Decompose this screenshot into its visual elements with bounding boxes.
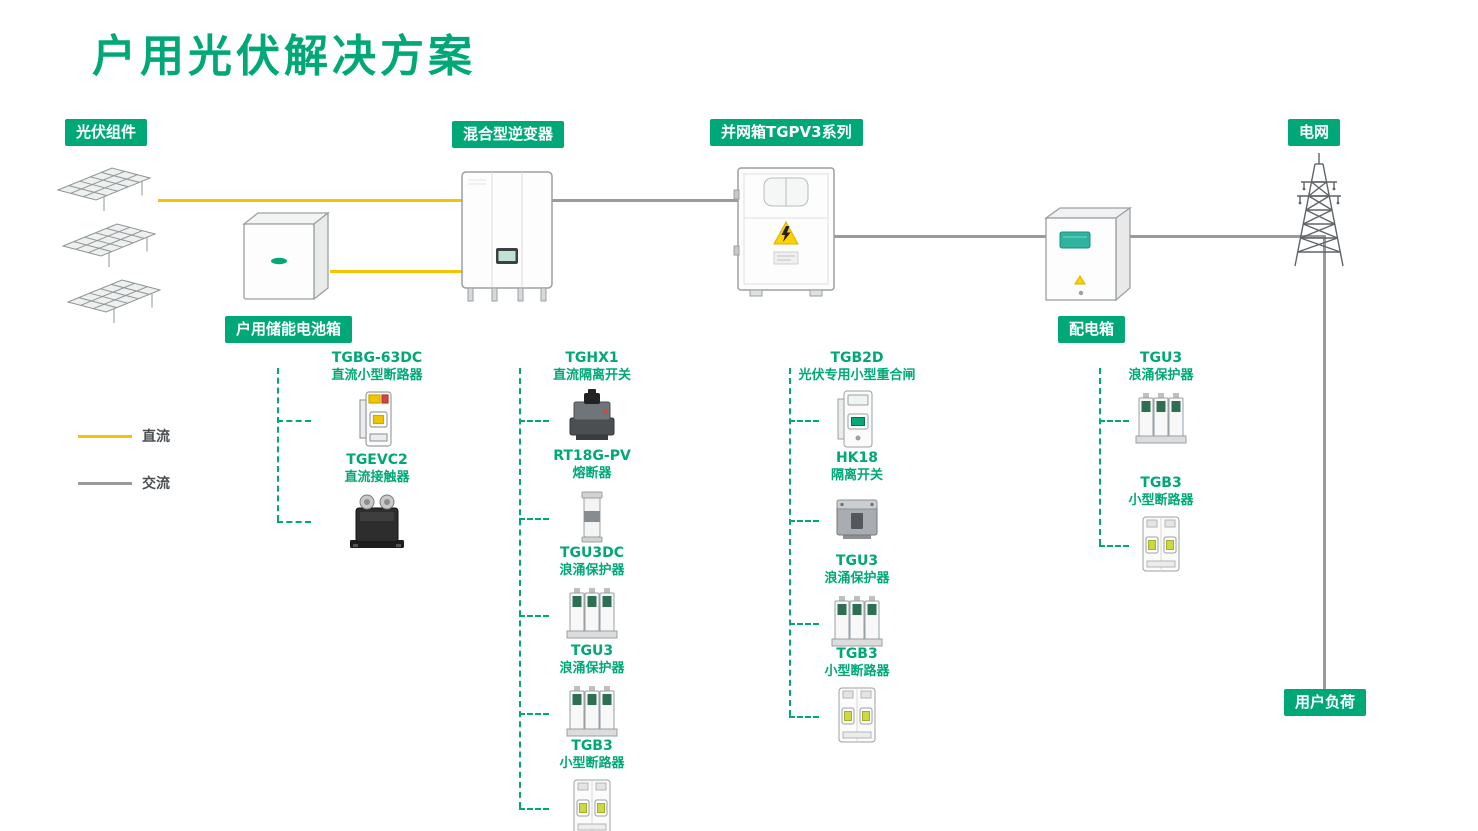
product-desc: 直流小型断路器 [331, 368, 423, 383]
mini-circuit-breaker-icon [1092, 512, 1230, 576]
surge-protector-icon [524, 582, 660, 646]
dc-isolation-switch-icon [524, 387, 660, 451]
product-item: TGB3 小型断路器 [1092, 475, 1230, 576]
badge-hybrid-inverter: 混合型逆变器 [452, 121, 565, 148]
badge-distribution-box: 配电箱 [1058, 316, 1126, 343]
distbox-column-connector [1099, 368, 1101, 545]
solar-panels-illustration [57, 167, 161, 324]
product-item: TGB3 小型断路器 [784, 646, 930, 747]
product-item: TGEVC2 直流接触器 [302, 452, 452, 553]
grid-connection-box-illustration [733, 167, 835, 297]
product-item: TGB2D 光伏专用小型重合闸 [784, 350, 930, 451]
product-item: TGU3 浪涌保护器 [1092, 350, 1230, 451]
product-model: TGBG-63DC [331, 350, 423, 366]
badge-power-grid: 电网 [1288, 119, 1341, 146]
product-desc: 浪涌保护器 [824, 571, 890, 586]
product-item: TGBG-63DC 直流小型断路器 [302, 350, 452, 451]
product-model: TGB3 [1140, 475, 1182, 491]
ac-line-inverter-to-gridbox [552, 199, 738, 202]
product-model: TGB2D [830, 350, 884, 366]
dc-mini-circuit-breaker-icon [302, 387, 452, 451]
gridbox-column-stub-2 [789, 520, 819, 522]
distribution-box-illustration [1043, 206, 1133, 302]
product-desc: 熔断器 [572, 466, 612, 481]
surge-protector-icon [524, 680, 660, 744]
product-item: RT18G-PV 熔断器 [524, 448, 660, 549]
product-model: TGU3 [835, 553, 879, 569]
fuse-icon [524, 485, 660, 549]
ac-line-to-user-load [1323, 235, 1326, 689]
battery-column-stub-2 [277, 521, 311, 523]
product-model: TGB3 [836, 646, 878, 662]
inverter-illustration [461, 171, 553, 302]
distbox-column-stub-1 [1099, 420, 1129, 422]
inverter-column-stub-3 [519, 615, 549, 617]
badge-grid-connection-box: 并网箱TGPV3系列 [710, 119, 863, 146]
product-model: TGU3 [570, 643, 614, 659]
legend-dc-label: 直流 [142, 429, 170, 445]
inverter-column-stub-4 [519, 713, 549, 715]
product-model: TGU3DC [559, 545, 625, 561]
mini-circuit-breaker-icon [784, 683, 930, 747]
ac-line-gridbox-to-distbox [834, 235, 1046, 238]
transmission-tower-illustration [1294, 153, 1344, 267]
product-model: TGB3 [571, 738, 613, 754]
legend-dc-line [78, 435, 132, 438]
battery-box-illustration [242, 211, 330, 301]
product-desc: 直流接触器 [344, 470, 410, 485]
surge-protector-icon [1092, 387, 1230, 451]
product-desc: 浪涌保护器 [559, 661, 625, 676]
legend-ac-label: 交流 [142, 476, 170, 492]
product-desc: 小型断路器 [824, 664, 890, 679]
product-item: TGU3 浪涌保护器 [784, 553, 930, 654]
gridbox-column-stub-4 [789, 716, 819, 718]
product-item: HK18 隔离开关 [784, 450, 930, 551]
product-desc: 浪涌保护器 [1128, 368, 1194, 383]
inverter-column-stub-5 [519, 808, 549, 810]
product-desc: 小型断路器 [1128, 493, 1194, 508]
product-model: TGEVC2 [346, 452, 408, 468]
gridbox-column-stub-3 [789, 623, 819, 625]
product-desc: 隔离开关 [830, 468, 883, 483]
badge-user-load: 用户负荷 [1284, 689, 1367, 716]
product-model: TGU3 [1139, 350, 1183, 366]
inverter-column-connector [519, 368, 521, 808]
product-item: TGHX1 直流隔离开关 [524, 350, 660, 451]
surge-protector-icon [784, 590, 930, 654]
gridbox-column-stub-1 [789, 420, 819, 422]
product-item: TGU3DC 浪涌保护器 [524, 545, 660, 646]
page-title: 户用光伏解决方案 [92, 31, 476, 82]
battery-column-stub-1 [277, 420, 311, 422]
product-item: TGU3 浪涌保护器 [524, 643, 660, 744]
product-model: RT18G-PV [553, 448, 631, 464]
badge-battery-box: 户用储能电池箱 [225, 316, 353, 343]
inverter-column-stub-1 [519, 420, 549, 422]
dc-line-pv-to-inverter [158, 199, 462, 202]
dc-line-battery-to-inverter [330, 270, 462, 273]
product-desc: 浪涌保护器 [559, 563, 625, 578]
gridbox-column-connector [789, 368, 791, 716]
product-desc: 直流隔离开关 [552, 368, 631, 383]
inverter-column-stub-2 [519, 518, 549, 520]
badge-pv-modules: 光伏组件 [65, 119, 148, 146]
product-item: TGB3 小型断路器 [524, 738, 660, 831]
ac-line-distbox-to-grid [1130, 235, 1326, 238]
battery-column-connector [277, 368, 279, 521]
legend-ac-line [78, 482, 132, 485]
dc-contactor-icon [302, 489, 452, 553]
distbox-column-stub-2 [1099, 545, 1129, 547]
product-desc: 光伏专用小型重合闸 [798, 368, 916, 383]
isolation-switch-icon [784, 487, 930, 551]
product-model: HK18 [835, 450, 879, 466]
mini-circuit-breaker-icon [524, 775, 660, 831]
product-model: TGHX1 [565, 350, 619, 366]
pv-recloser-icon [784, 387, 930, 451]
product-desc: 小型断路器 [559, 756, 625, 771]
